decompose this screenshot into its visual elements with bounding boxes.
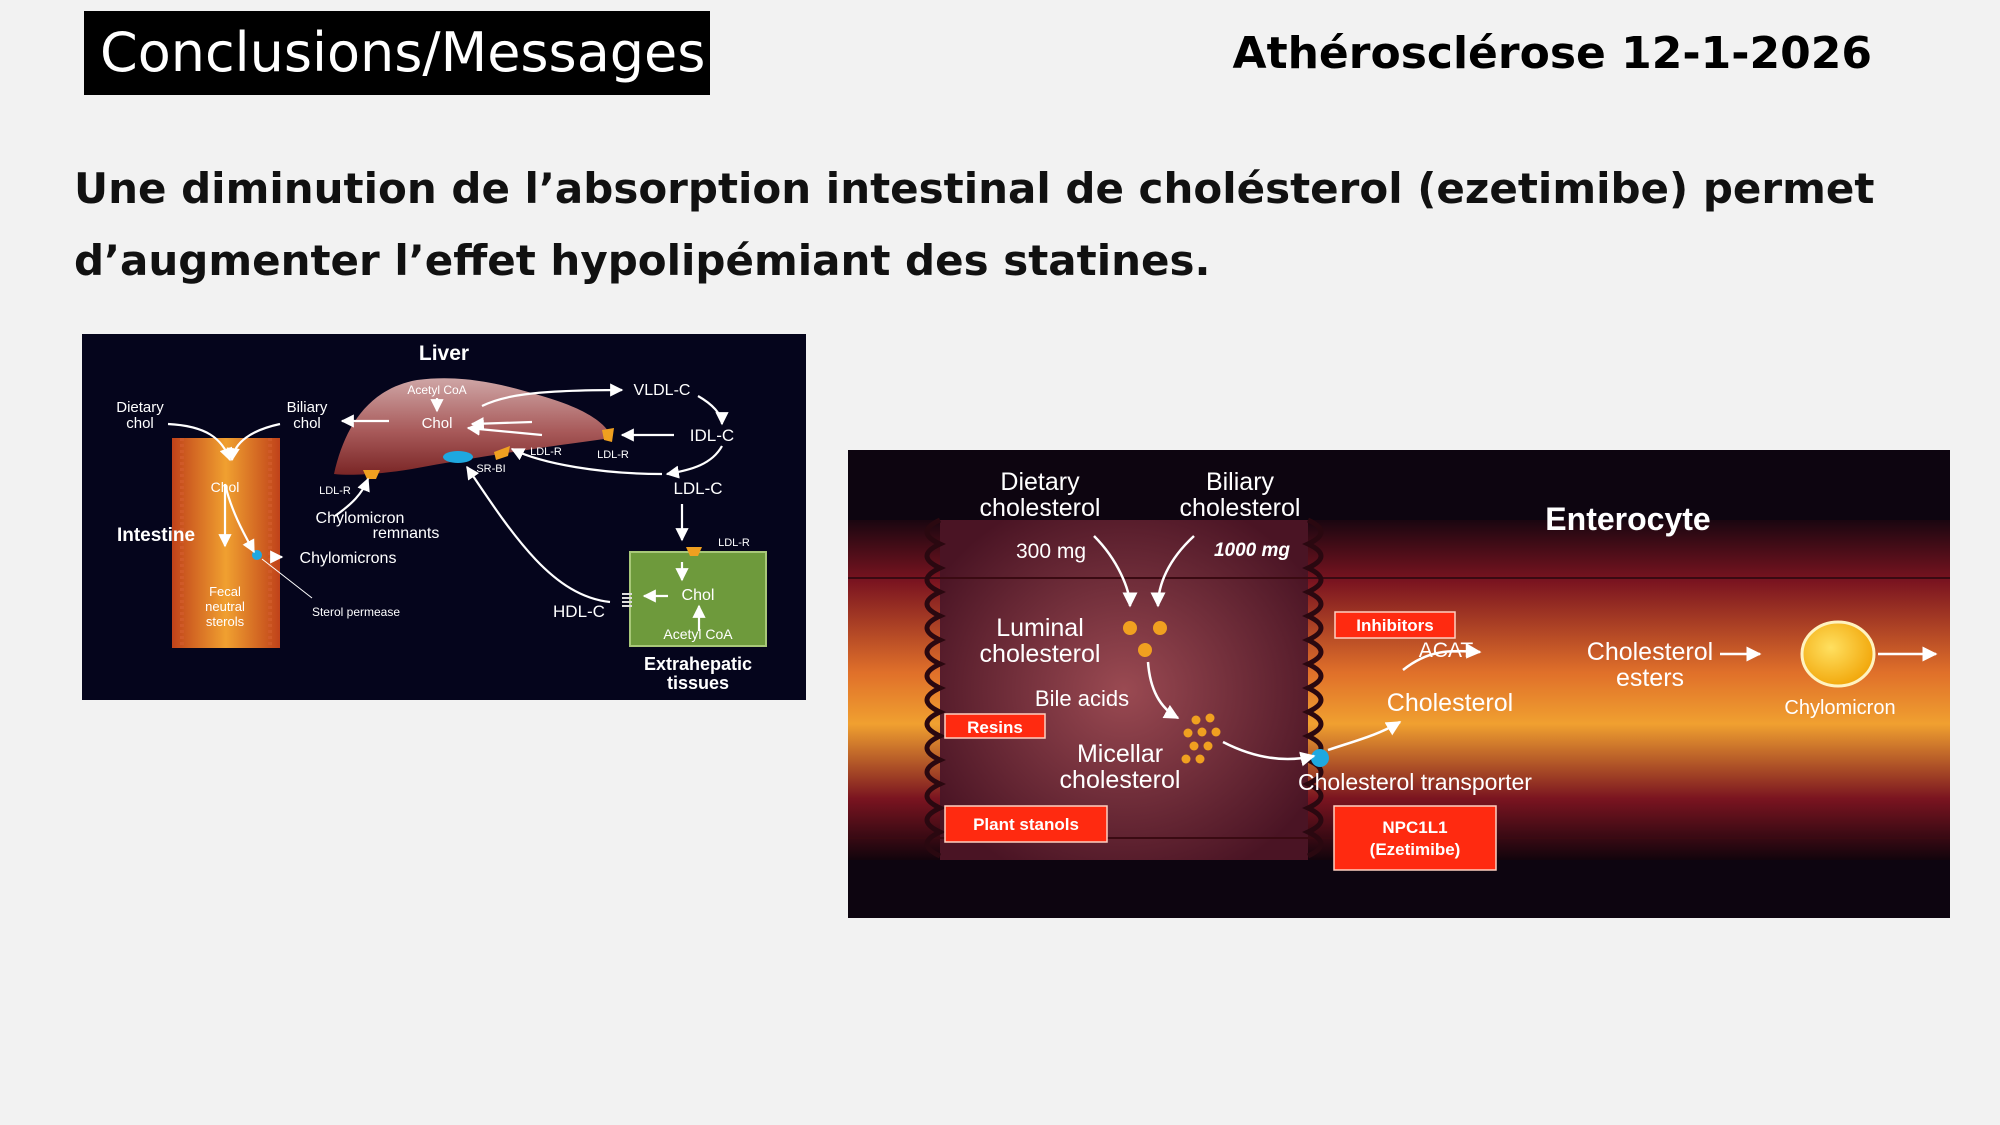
micellar-cholesterol-label-1: Micellar xyxy=(1077,740,1163,768)
resins-label: Resins xyxy=(967,718,1023,737)
ldl-r-right-label: LDL-R xyxy=(597,449,629,461)
ldl-label: LDL-C xyxy=(673,479,722,498)
dietary-cholesterol-label-2: cholesterol xyxy=(980,494,1101,522)
slide-date: Athérosclérose 12-1-2026 xyxy=(1232,28,1872,79)
extrahepatic-label-1: Extrahepatic xyxy=(644,654,752,674)
chol-extrahepatic-label: Chol xyxy=(682,587,715,604)
dose-dietary-label: 300 mg xyxy=(1016,540,1086,563)
extrahepatic-label-2: tissues xyxy=(667,673,729,693)
micellar-cholesterol-dots xyxy=(1181,713,1221,764)
ldl-r-mid-label: LDL-R xyxy=(530,446,562,458)
vldl-label: VLDL-C xyxy=(634,382,691,399)
hdl-receptor-icon xyxy=(622,593,632,607)
sterol-permease-label: Sterol permease xyxy=(312,605,400,619)
npc1l1-label-1: NPC1L1 xyxy=(1382,818,1447,837)
biliary-cholesterol-label-1: Biliary xyxy=(1206,468,1275,496)
microvilli-left xyxy=(924,517,946,859)
chylomicron-icon xyxy=(1800,620,1876,688)
biliary-chol-label-2: chol xyxy=(293,415,321,432)
ldl-receptor-right-icon xyxy=(602,428,614,442)
chol-liver-label: Chol xyxy=(422,415,453,432)
absorption-arrows xyxy=(1093,535,1938,767)
cholesterol-esters-label-2: esters xyxy=(1616,664,1684,692)
biliary-cholesterol-label-2: cholesterol xyxy=(1180,494,1301,522)
dietary-chol-label-1: Dietary xyxy=(116,399,164,416)
liver-label: Liver xyxy=(419,342,469,365)
dietary-cholesterol-label-1: Dietary xyxy=(1000,468,1080,496)
slide-title-box: Conclusions/Messages xyxy=(84,11,710,95)
slide-title: Conclusions/Messages xyxy=(100,21,706,84)
enterocyte-absorption-diagram: Dietary cholesterol Biliary cholesterol … xyxy=(848,450,1950,918)
message-line-1: Une diminution de l’absorption intestina… xyxy=(74,164,1875,213)
cholesterol-esters-label-1: Cholesterol xyxy=(1587,638,1713,666)
ldl-r-left-label: LDL-R xyxy=(319,485,351,497)
luminal-cholesterol-label-2: cholesterol xyxy=(980,640,1101,668)
dose-biliary-label: 1000 mg xyxy=(1214,540,1290,561)
npc1l1-label-2: (Ezetimibe) xyxy=(1370,840,1461,859)
idl-label: IDL-C xyxy=(690,426,734,445)
micellar-cholesterol-label-2: cholesterol xyxy=(1060,766,1181,794)
chylomicrons-label: Chylomicrons xyxy=(300,550,397,567)
plant-stanols-tag xyxy=(944,805,1108,843)
acetyl-coa-liver-label: Acetyl CoA xyxy=(407,383,466,397)
cholesterol-label: Cholesterol xyxy=(1387,689,1513,717)
fecal-label-1: Fecal xyxy=(209,584,241,599)
ldl-receptor-left-icon xyxy=(363,470,380,479)
message-line-2: d’augmenter l’effet hypolipémiant des st… xyxy=(74,236,1211,285)
enterocyte-label: Enterocyte xyxy=(1545,501,1710,537)
chylomicron-remnants-label-1: Chylomicron xyxy=(316,510,405,527)
cholesterol-metabolism-diagram: Liver Acetyl CoA Chol VLDL-C IDL-C LDL-C… xyxy=(82,334,806,700)
luminal-cholesterol-label-1: Luminal xyxy=(996,614,1084,642)
cholesterol-transporter-label: Cholesterol transporter xyxy=(1298,769,1532,795)
sr-bi-receptor-icon xyxy=(443,451,473,463)
luminal-cholesterol-dots xyxy=(1123,621,1167,657)
lumen-region xyxy=(940,520,1308,860)
npc1l1-tag xyxy=(1333,805,1497,871)
ldl-receptor-mid-icon xyxy=(494,446,510,460)
dietary-chol-label-2: chol xyxy=(126,415,154,432)
intestine-label: Intestine xyxy=(117,525,195,546)
fecal-label-2: neutral xyxy=(205,599,245,614)
biliary-chol-label-1: Biliary xyxy=(287,399,328,416)
sr-bi-label: SR-BI xyxy=(476,463,505,475)
cholesterol-transporter-icon xyxy=(1311,749,1329,767)
plant-stanols-label: Plant stanols xyxy=(973,815,1079,834)
resins-tag xyxy=(944,713,1046,739)
hdl-label: HDL-C xyxy=(553,602,605,621)
ldl-r-extra-label: LDL-R xyxy=(718,537,750,549)
inhibitors-label: Inhibitors xyxy=(1356,616,1433,635)
acat-label: ACAT xyxy=(1419,639,1474,662)
inhibitors-tag xyxy=(1334,611,1456,639)
chylomicron-remnants-label-2: remnants xyxy=(373,525,440,542)
pathway-arrows xyxy=(167,383,729,631)
microvilli-right xyxy=(1302,517,1324,859)
fecal-label-3: sterols xyxy=(206,614,245,629)
chylomicron-label: Chylomicron xyxy=(1784,697,1895,719)
acetyl-coa-extrahepatic-label: Acetyl CoA xyxy=(663,626,733,642)
chol-intestine-label: Chol xyxy=(211,479,240,495)
ldl-receptor-extra-icon xyxy=(686,547,702,556)
bile-acids-label: Bile acids xyxy=(1035,686,1129,711)
